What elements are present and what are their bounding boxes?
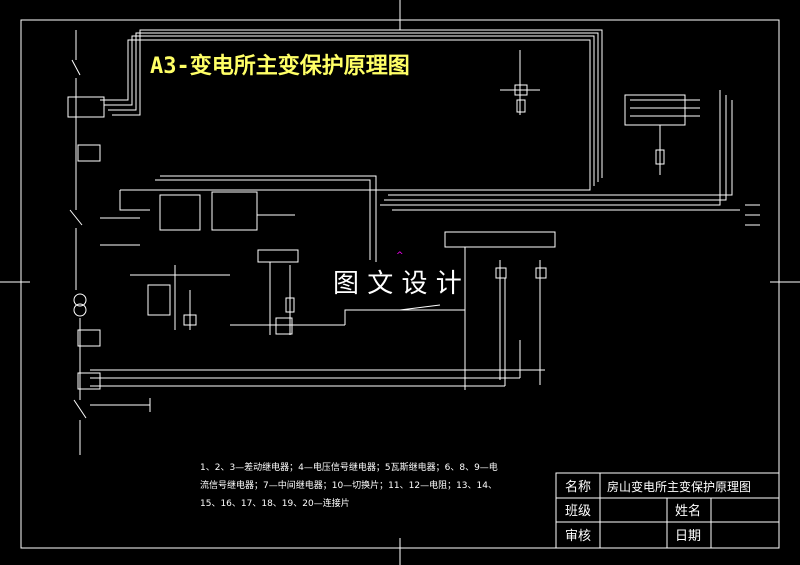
top-right-relays [500, 50, 700, 175]
name-label: 名称 [565, 479, 591, 495]
date-label: 日期 [675, 529, 701, 544]
note-line-3: 15、16、17、18、19、20—连接片 [200, 497, 350, 509]
main-circuit [67, 30, 151, 455]
watermark: 图 文 设 计 [333, 269, 462, 299]
differential-relays [100, 191, 295, 246]
name-value: 房山变电所主变保护原理图 [607, 479, 751, 494]
title-block [555, 472, 780, 549]
cursor-marker: ^ [396, 251, 404, 261]
review-label: 审核 [565, 529, 591, 544]
signal-output-marks [745, 204, 760, 226]
note-line-2: 流信号继电器；7—中间继电器；10—切换片；11、12—电阻；13、14、 [200, 479, 497, 491]
note-line-1: 1、2、3—差动继电器；4—电压信号继电器；5瓦斯继电器；6、8、9—电 [200, 461, 498, 473]
title-block-text: 名称 房山变电所主变保护原理图 班级 姓名 审核 日期 [565, 479, 751, 544]
diagram-title: A3-变电所主变保护原理图 [150, 53, 410, 79]
signal-relay-rack [90, 231, 556, 390]
notes: 1、2、3—差动继电器；4—电压信号继电器；5瓦斯继电器；6、8、9—电 流信号… [200, 461, 498, 509]
wiring-loops [100, 29, 740, 262]
middle-circuit [130, 249, 465, 335]
student-label: 姓名 [675, 503, 701, 519]
class-label: 班级 [565, 504, 591, 519]
